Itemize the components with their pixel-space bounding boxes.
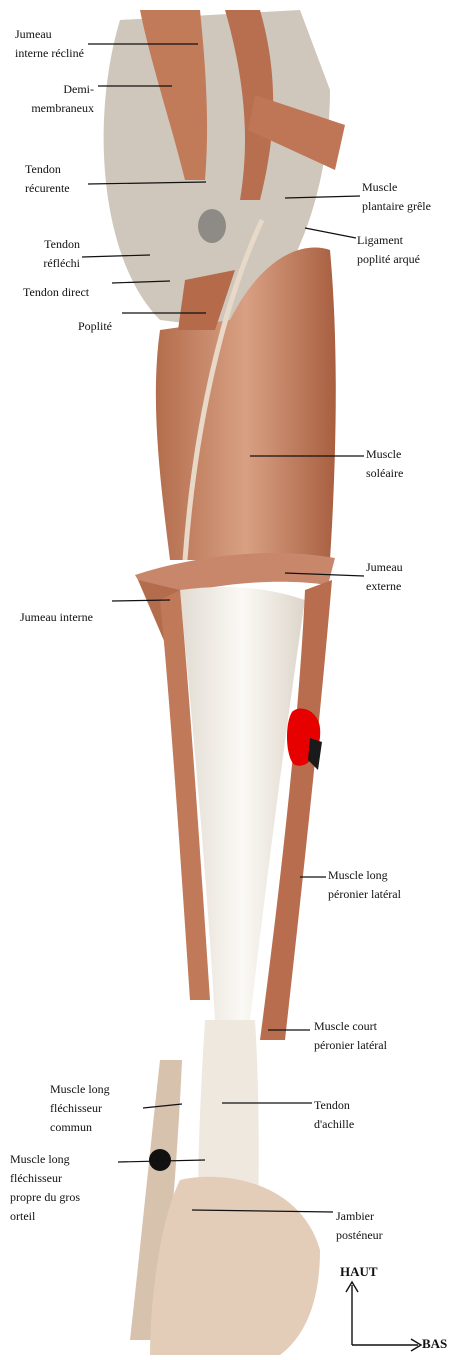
orientation-arrows <box>0 0 456 1360</box>
leg-anatomy-diagram: Jumeau interne récliné Demi- membraneux … <box>0 0 456 1360</box>
